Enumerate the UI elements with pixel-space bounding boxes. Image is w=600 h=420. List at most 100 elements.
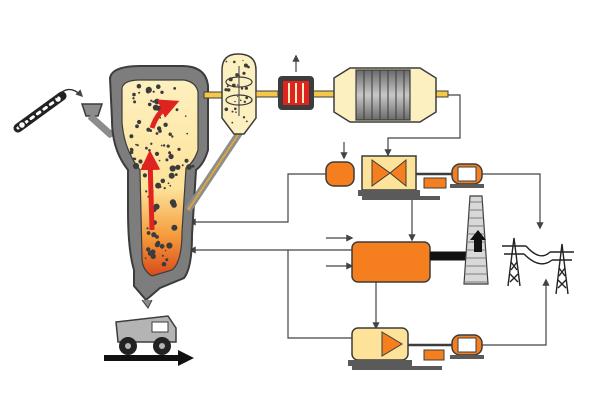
- particle: [226, 85, 229, 88]
- particle: [129, 150, 134, 155]
- particle: [247, 65, 249, 67]
- particle: [165, 158, 169, 162]
- particle: [137, 119, 142, 125]
- particle: [186, 132, 189, 135]
- particle: [145, 146, 148, 150]
- particle: [235, 73, 239, 77]
- particle: [155, 132, 159, 135]
- particle: [166, 242, 173, 249]
- particle: [150, 249, 156, 255]
- particle: [145, 190, 148, 193]
- particle: [135, 124, 139, 129]
- particle: [236, 95, 239, 97]
- particle: [225, 60, 228, 63]
- cyclone-icon: [221, 53, 257, 135]
- heater-icon: [278, 76, 314, 110]
- particle: [155, 182, 162, 189]
- generator-icon: [450, 163, 484, 188]
- particle: [132, 97, 135, 100]
- particle: [243, 63, 248, 68]
- particle: [191, 164, 195, 168]
- particle: [133, 157, 137, 161]
- particle: [164, 100, 167, 103]
- particle: [144, 257, 147, 260]
- particle: [239, 99, 242, 102]
- particle: [171, 135, 174, 138]
- particle: [138, 91, 141, 94]
- particle: [224, 88, 228, 92]
- particle: [184, 115, 187, 117]
- particle: [168, 172, 175, 179]
- particle: [135, 143, 138, 146]
- particle: [129, 134, 134, 139]
- particle: [146, 231, 151, 235]
- particle: [240, 87, 244, 90]
- particle: [146, 227, 149, 230]
- particle: [242, 116, 246, 119]
- particle: [138, 159, 143, 164]
- particle: [242, 71, 246, 75]
- particle: [156, 84, 161, 89]
- particle: [233, 60, 236, 64]
- particle: [164, 249, 167, 252]
- particle: [242, 59, 244, 62]
- filter-drum-icon: [333, 67, 437, 123]
- particle: [165, 258, 169, 262]
- particle: [132, 92, 136, 97]
- generator-icon-lower: [450, 334, 484, 359]
- particle: [159, 243, 165, 249]
- particle: [231, 121, 234, 124]
- particle: [160, 144, 163, 147]
- particle: [150, 99, 153, 102]
- particle: [150, 142, 153, 145]
- particle: [184, 158, 189, 163]
- particle: [162, 144, 166, 147]
- pylon-icon: [502, 237, 574, 295]
- particle: [167, 182, 170, 185]
- particle: [245, 120, 248, 123]
- particle: [158, 159, 161, 162]
- flame-arrows: [140, 99, 180, 231]
- particle: [152, 104, 159, 111]
- particle: [231, 83, 236, 88]
- particle: [236, 84, 239, 86]
- particle: [132, 162, 140, 170]
- particle: [147, 102, 152, 107]
- cyclone-particles: [224, 59, 253, 124]
- dump-truck-icon: [115, 315, 177, 355]
- particle: [160, 178, 166, 184]
- furnace-particles: [129, 83, 195, 267]
- particle: [170, 173, 173, 176]
- preheater-tank: [325, 161, 355, 187]
- particle: [175, 108, 179, 112]
- condenser-icon: [351, 240, 479, 283]
- particle: [168, 132, 172, 136]
- particle: [235, 111, 237, 113]
- particle: [173, 87, 177, 90]
- particle: [146, 247, 151, 252]
- particle: [169, 184, 172, 187]
- particle: [171, 202, 177, 208]
- particle: [136, 83, 142, 89]
- particle: [154, 151, 160, 156]
- particle: [152, 90, 155, 93]
- particle: [243, 100, 246, 104]
- particle: [142, 173, 147, 178]
- particle: [152, 100, 155, 103]
- particle: [153, 203, 160, 210]
- particle: [150, 253, 156, 259]
- particle: [168, 151, 172, 155]
- conveyor-belt-icon: [13, 88, 84, 133]
- particle: [224, 107, 229, 112]
- particle: [186, 164, 192, 170]
- particle: [238, 75, 241, 77]
- particle: [171, 224, 178, 231]
- particle: [158, 129, 162, 133]
- particle: [227, 88, 231, 92]
- particle: [145, 86, 152, 93]
- particle: [154, 98, 161, 105]
- particle: [175, 164, 181, 170]
- particle: [244, 86, 248, 90]
- particle: [160, 90, 164, 95]
